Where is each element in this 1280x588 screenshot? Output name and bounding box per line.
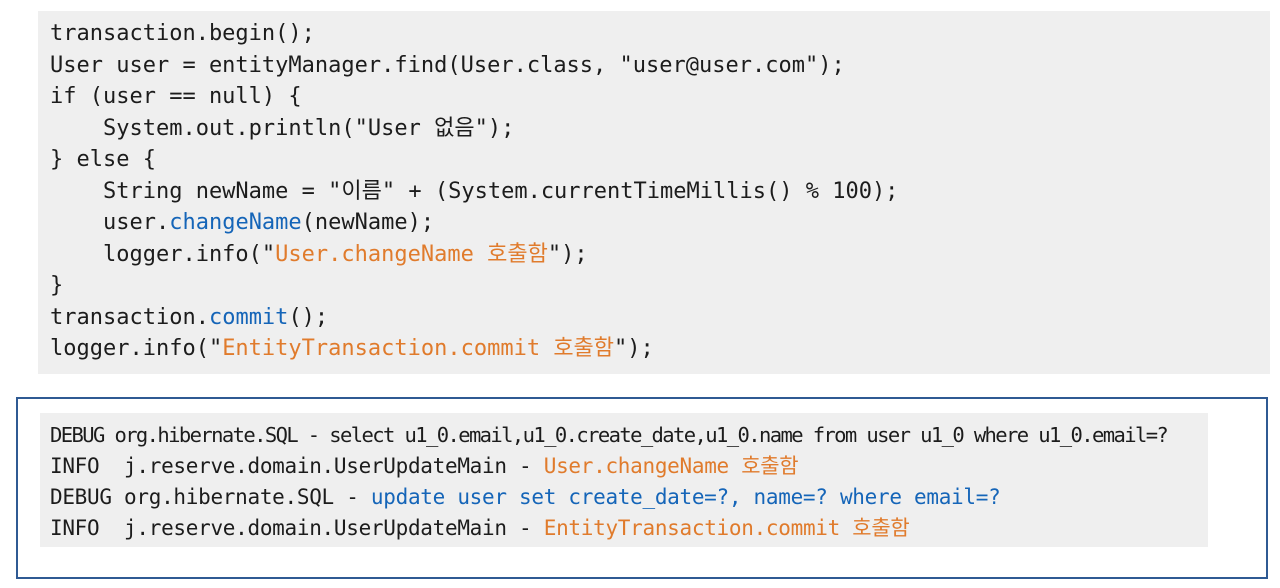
log-line-4-prefix: INFO j.reserve.domain.UserUpdateMain - (50, 516, 544, 540)
commit-log-message: EntityTransaction.commit 호출함 (543, 516, 910, 540)
log-line-2: INFO j.reserve.domain.UserUpdateMain - U… (50, 454, 799, 478)
code-line-7-prefix: user. (50, 210, 170, 235)
code-line-11: logger.info("EntityTransaction.commit 호출… (50, 336, 654, 361)
select-sql: select u1_0.email,u1_0.create_date,u1_0.… (329, 423, 1168, 447)
change-name-log-message: User.changeName 호출함 (543, 454, 799, 478)
code-line-1: transaction.begin(); (50, 21, 315, 46)
code-line-10-suffix: (); (288, 304, 329, 330)
log-output-panel: DEBUG org.hibernate.SQL - select u1_0.em… (40, 413, 1208, 547)
code-line-11-prefix: logger.info(" (50, 336, 223, 361)
commit-log-string: EntityTransaction.commit 호출함 (222, 336, 615, 361)
code-line-8-prefix: logger.info(" (50, 241, 276, 267)
change-name-method: changeName (169, 210, 302, 235)
log-output-frame: DEBUG org.hibernate.SQL - select u1_0.em… (16, 397, 1268, 579)
code-line-11-suffix: "); (614, 336, 654, 361)
code-line-7-suffix: (newName); (301, 210, 435, 235)
code-line-10: transaction.commit(); (50, 305, 328, 330)
code-line-7: user.changeName(newName); (50, 210, 434, 235)
code-line-5: } else { (50, 147, 156, 172)
log-line-1-prefix: DEBUG org.hibernate.SQL - (50, 423, 330, 447)
code-line-8-suffix: "); (547, 241, 588, 267)
log-line-4: INFO j.reserve.domain.UserUpdateMain - E… (50, 516, 910, 540)
code-panel: transaction.begin(); User user = entityM… (38, 11, 1270, 374)
log-line-3: DEBUG org.hibernate.SQL - update user se… (50, 485, 1001, 509)
code-line-10-prefix: transaction. (50, 304, 209, 330)
code-line-9: } (50, 273, 64, 298)
log-line-3-prefix: DEBUG org.hibernate.SQL - (50, 485, 371, 509)
change-name-log-string: User.changeName 호출함 (275, 241, 548, 267)
code-line-4: System.out.println("User 없음"); (50, 115, 515, 141)
code-line-3: if (user == null) { (50, 84, 302, 109)
code-block: transaction.begin(); User user = entityM… (38, 11, 1270, 365)
code-line-2: User user = entityManager.find(User.clas… (50, 52, 845, 78)
commit-method: commit (208, 304, 289, 330)
log-block: DEBUG org.hibernate.SQL - select u1_0.em… (40, 413, 1208, 544)
update-sql: update user set create_date=?, name=? wh… (370, 485, 1001, 509)
code-line-6: String newName = "이름" + (System.currentT… (50, 178, 899, 204)
log-line-2-prefix: INFO j.reserve.domain.UserUpdateMain - (50, 454, 544, 478)
log-line-1: DEBUG org.hibernate.SQL - select u1_0.em… (50, 423, 1169, 447)
code-line-8: logger.info("User.changeName 호출함"); (50, 242, 588, 267)
